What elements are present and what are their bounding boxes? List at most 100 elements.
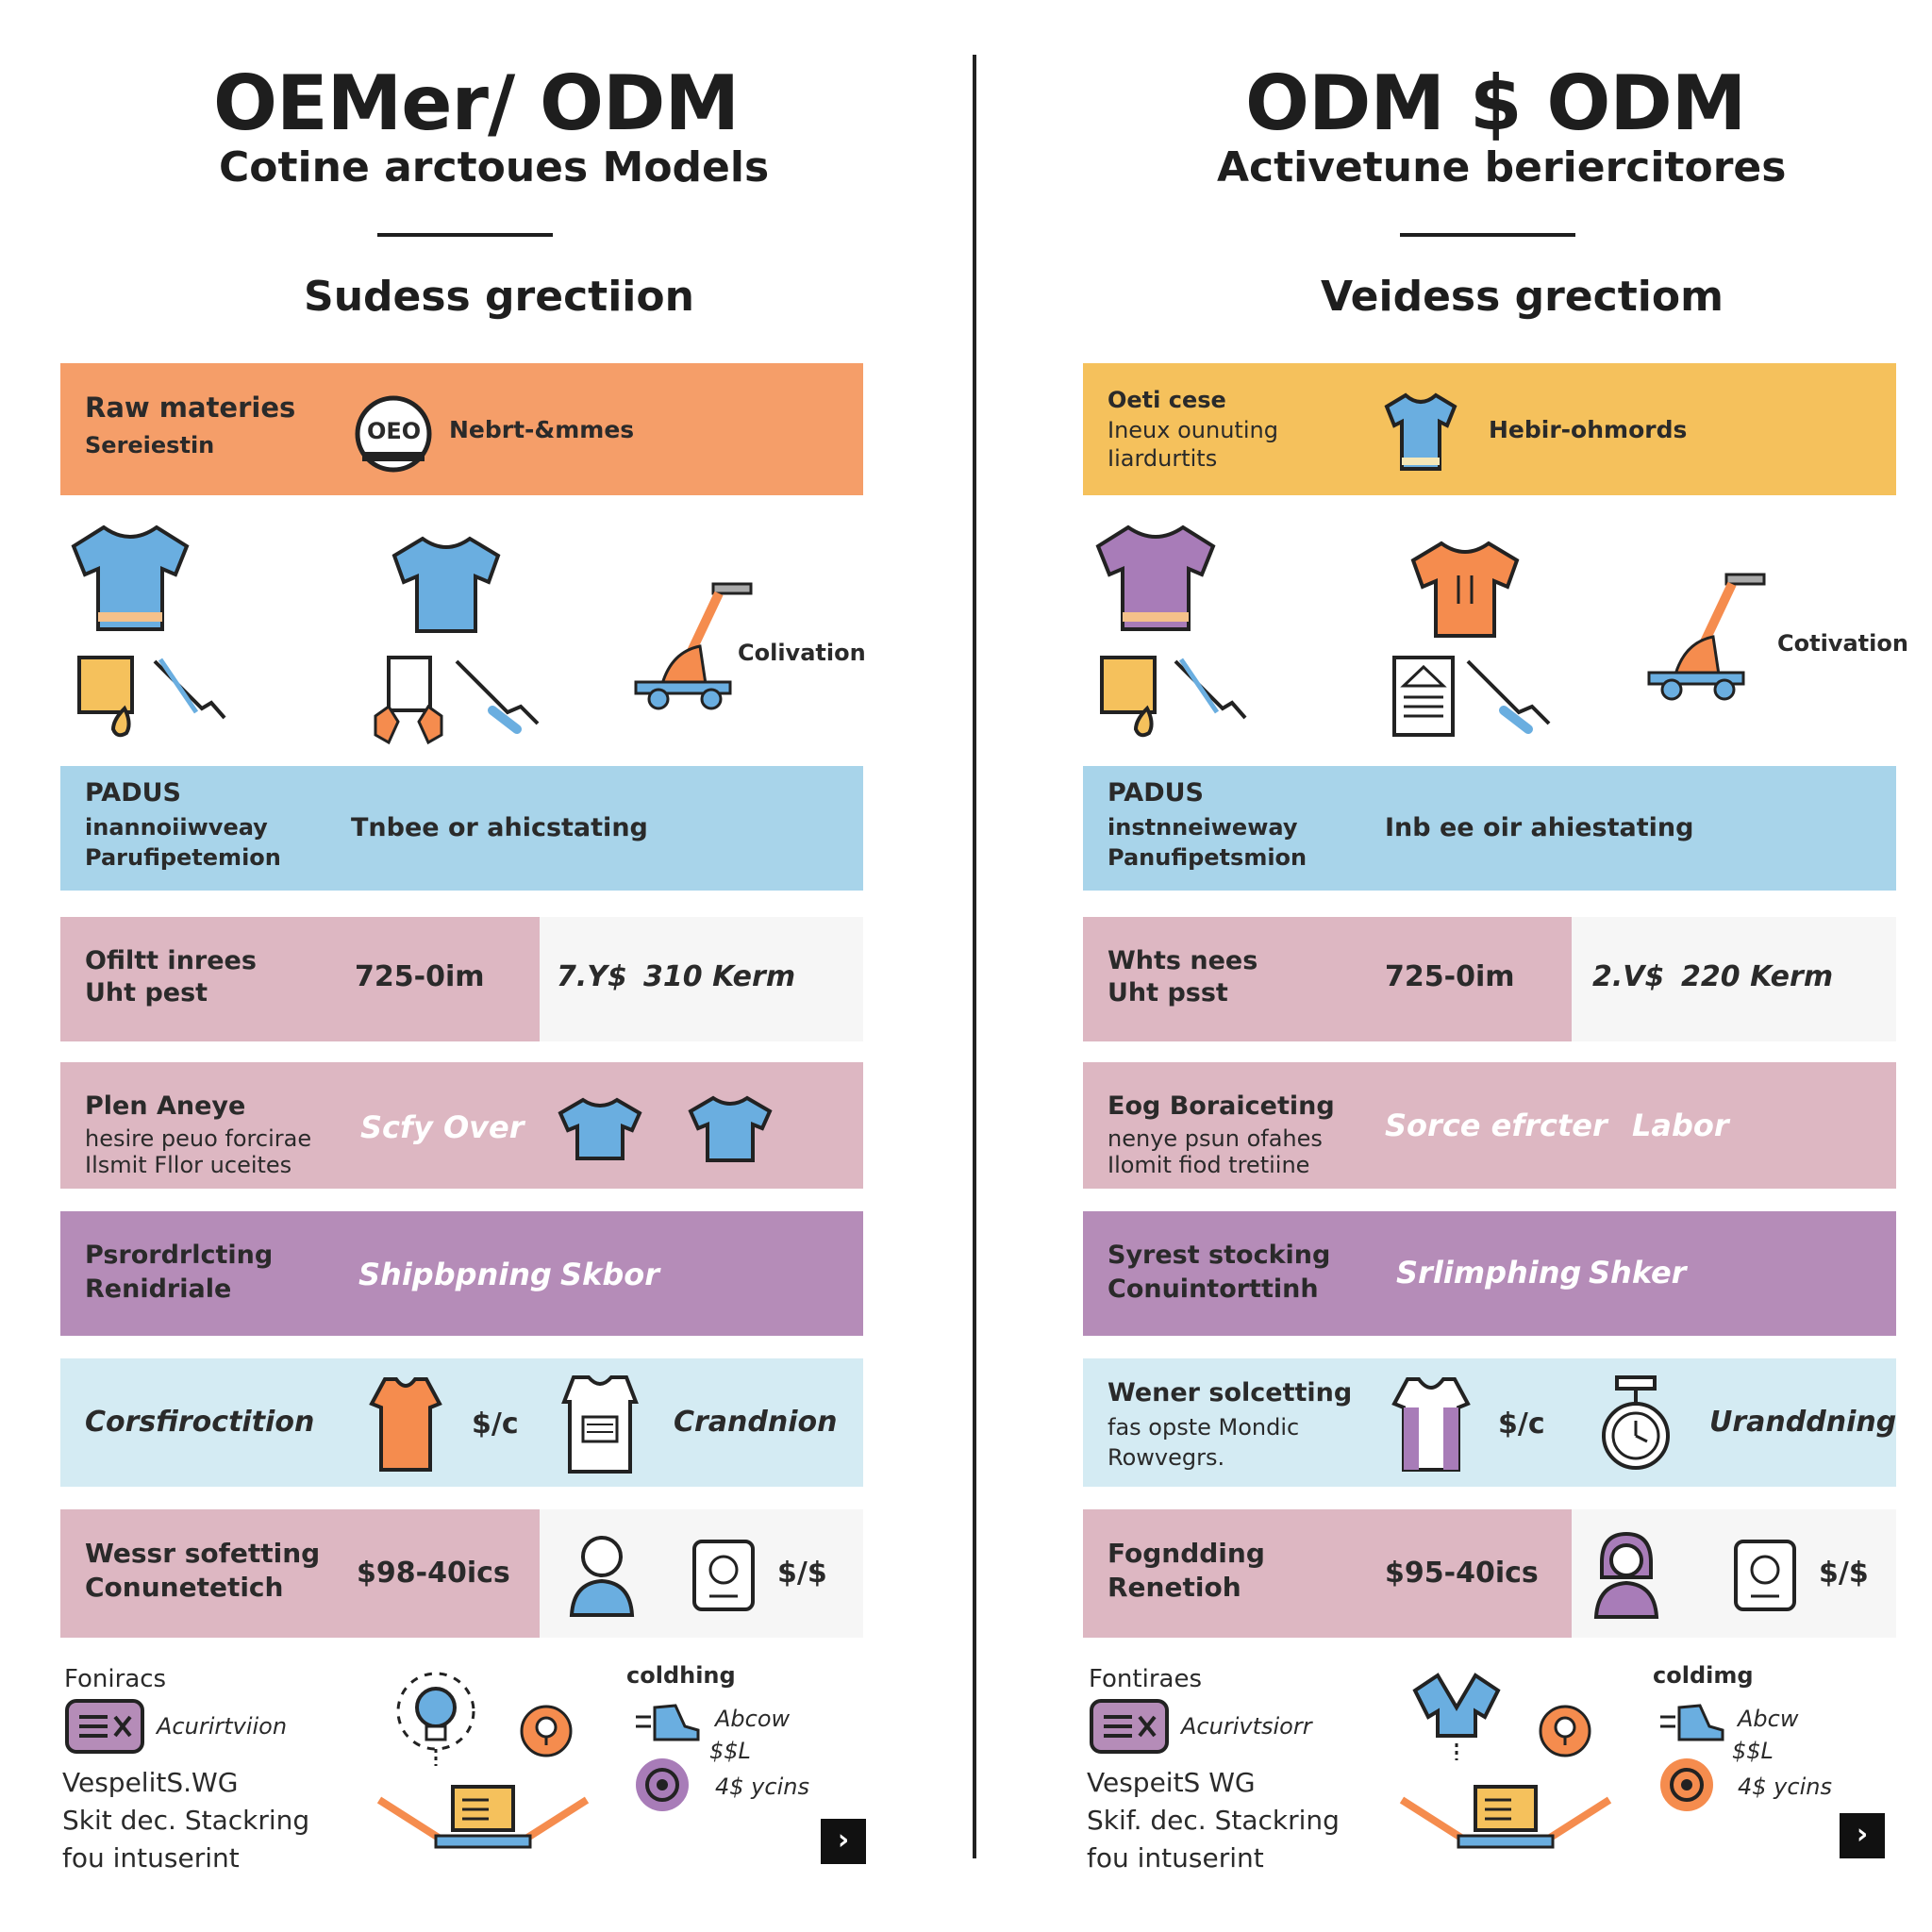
- sewing-tool-icon: [451, 656, 545, 736]
- construction-band: Corsfiroctition $/c Crandnion: [60, 1358, 863, 1487]
- production-line-icon: [375, 1774, 591, 1868]
- processing-subtitle: Renidriale: [85, 1274, 232, 1304]
- plan-line3: Ilsmit Fllor uceites: [85, 1152, 292, 1178]
- right-title-rule: [1400, 233, 1575, 237]
- construction-line3-right: Rowvegrs.: [1108, 1444, 1225, 1471]
- unit-cost-subtitle-right: Uht psst: [1108, 978, 1228, 1008]
- padus-tag-right: Inb ee oir ahiestating: [1385, 813, 1694, 842]
- coding-value-2: $$L: [709, 1738, 751, 1764]
- left-section-heading: Sudess grectiion: [304, 273, 694, 321]
- raw-materials-tag: Nebrt-&mmes: [449, 416, 635, 443]
- unit-cost-quantity: 310 Kerm: [643, 960, 796, 993]
- plan-line2-right: nenye psun ofahes: [1108, 1125, 1323, 1152]
- tank-top-icon: [368, 1375, 443, 1474]
- construction-price: $/c: [472, 1407, 519, 1441]
- oem-case-line3: Iiardurtits: [1108, 445, 1218, 472]
- left-subtitle: Cotine arctoues Models: [219, 143, 770, 192]
- coding-value-3-right: 4$ ycins: [1738, 1774, 1832, 1800]
- purple-tshirt-icon: [1091, 522, 1221, 635]
- processing-title: Psrordrlcting: [85, 1241, 274, 1270]
- processing-tag-1-right: Srlimphing: [1396, 1255, 1582, 1291]
- shoe-icon-right: [1657, 1698, 1726, 1743]
- next-button[interactable]: ›: [821, 1819, 866, 1864]
- unit-cost-price: 7.Y$: [557, 960, 627, 993]
- footer-line-3: fou intuserint: [62, 1842, 240, 1874]
- padus-line2: inannoiiwveay: [85, 814, 268, 841]
- vest-icon: [1391, 1375, 1472, 1474]
- next-button-right[interactable]: ›: [1840, 1813, 1885, 1858]
- plan-title-right: Eog Boraiceting: [1108, 1091, 1335, 1121]
- oem-case-line2: Ineux ounuting: [1108, 417, 1278, 443]
- unit-cost-subtitle: Uht pest: [85, 978, 208, 1008]
- coding-value-3: 4$ ycins: [715, 1774, 809, 1800]
- plan-line3-right: Ilomit fiod tretiine: [1108, 1152, 1310, 1178]
- unit-cost-title-right: Whts nees: [1108, 946, 1258, 975]
- processing-band-right: Syrest stocking Conuintorttinh Srlimphin…: [1083, 1211, 1896, 1336]
- padus-title-right: PADUS: [1108, 778, 1204, 808]
- footer-line-2-right: Skif. dec. Stackring: [1087, 1805, 1340, 1836]
- right-panel: ODM $ ODM Activetune beriercitores Veide…: [972, 0, 1932, 1932]
- equipment-label-right: Cotivation: [1777, 630, 1908, 657]
- footer-line-2: Skit dec. Stackring: [62, 1805, 310, 1836]
- coding-value-1-right: Abcw: [1738, 1706, 1799, 1732]
- orange-tshirt-icon: [1406, 538, 1524, 641]
- footer-badge-label: Acurirtviion: [157, 1713, 288, 1740]
- footer-line-1: VespelitS.WG: [62, 1767, 239, 1798]
- plan-band: Plen Aneye hesire peuo forcirae Ilsmit F…: [60, 1062, 863, 1189]
- left-title-rule: [377, 233, 553, 237]
- wear-price-right: $/$: [1819, 1557, 1869, 1590]
- unit-cost-price-right: 2.V$: [1592, 960, 1665, 993]
- construction-title-right: Wener solcetting: [1108, 1378, 1353, 1407]
- construction-band-right: Wener solcetting fas opste Mondic Rowveg…: [1083, 1358, 1896, 1487]
- target-icon: [634, 1757, 691, 1813]
- certificate-icon: [691, 1538, 757, 1613]
- unit-cost-range-right: 725-0im: [1385, 960, 1515, 993]
- processing-tag-1: Shipbpning: [358, 1257, 552, 1292]
- fabric-swatch-icon: [75, 654, 142, 739]
- padus-band-right: PADUS instnneiweway Panufipetsmion Inb e…: [1083, 766, 1896, 891]
- processing-band: Psrordrlcting Renidriale Shipbpning Skbo…: [60, 1211, 863, 1336]
- unit-cost-range: 725-0im: [355, 960, 485, 993]
- construction-tag: Crandnion: [674, 1406, 838, 1439]
- processing-title-right: Syrest stocking: [1108, 1241, 1331, 1270]
- coding-value-2-right: $$L: [1732, 1738, 1774, 1764]
- tshirt-icon-2: [387, 533, 506, 637]
- wear-range-right: $95-40ics: [1385, 1557, 1539, 1590]
- garment-spec-icon: [560, 1374, 640, 1475]
- task-list-icon: [64, 1698, 145, 1755]
- wear-title-right: Fogndding: [1108, 1538, 1265, 1569]
- production-line-icon-right: [1398, 1774, 1613, 1868]
- unit-cost-title: Ofiltt inrees: [85, 946, 257, 975]
- plan-line2: hesire peuo forcirae: [85, 1125, 312, 1152]
- padus-title: PADUS: [85, 778, 181, 808]
- plan-band-right: Eog Boraiceting nenye psun ofahes Ilomit…: [1083, 1062, 1896, 1189]
- footer-line-3-right: fou intuserint: [1087, 1842, 1264, 1874]
- unit-cost-band-right: Whts nees Uht psst 725-0im 2.V$ 220 Kerm: [1083, 917, 1896, 1041]
- wear-subtitle: Conunetetich: [85, 1572, 284, 1603]
- processing-tag-2: Skbor: [560, 1257, 659, 1292]
- wear-band-right: Fogndding Renetioh $95-40ics $/$: [1083, 1509, 1896, 1638]
- task-list-icon-right: [1089, 1698, 1170, 1755]
- oem-case-band: Oeti cese Ineux ounuting Iiardurtits Heb…: [1083, 363, 1896, 495]
- padus-tag: Tnbee or ahicstating: [351, 813, 648, 842]
- footer-heading-right: Fontiraes: [1089, 1665, 1202, 1693]
- construction-price-right: $/c: [1498, 1407, 1545, 1441]
- wear-subtitle-right: Renetioh: [1108, 1572, 1241, 1603]
- padus-line3-right: Panufipetsmion: [1108, 844, 1307, 871]
- oem-case-tag: Hebir-ohmords: [1489, 416, 1688, 443]
- wear-price: $/$: [777, 1557, 827, 1590]
- padus-line2-right: instnneiweway: [1108, 814, 1298, 841]
- column-divider: [973, 55, 976, 1858]
- cultivator-machine-icon-right: [1643, 571, 1775, 703]
- right-subtitle: Activetune beriercitores: [1217, 143, 1787, 192]
- footer-heading: Foniracs: [64, 1665, 167, 1693]
- unit-cost-band: Ofiltt inrees Uht pest 725-0im 7.Y$ 310 …: [60, 917, 863, 1041]
- cutting-tool-icon-right: [1170, 656, 1251, 731]
- left-title: OEMer/ ODM: [213, 59, 740, 147]
- tshirt-icon: [66, 522, 194, 635]
- fabric-swatch-icon-right: [1098, 654, 1164, 739]
- cultivator-machine-icon: [630, 580, 762, 712]
- certificate-icon-right: [1732, 1538, 1798, 1613]
- footer-line-1-right: VespeitS WG: [1087, 1767, 1256, 1798]
- spec-sheet-icon: [1391, 654, 1457, 739]
